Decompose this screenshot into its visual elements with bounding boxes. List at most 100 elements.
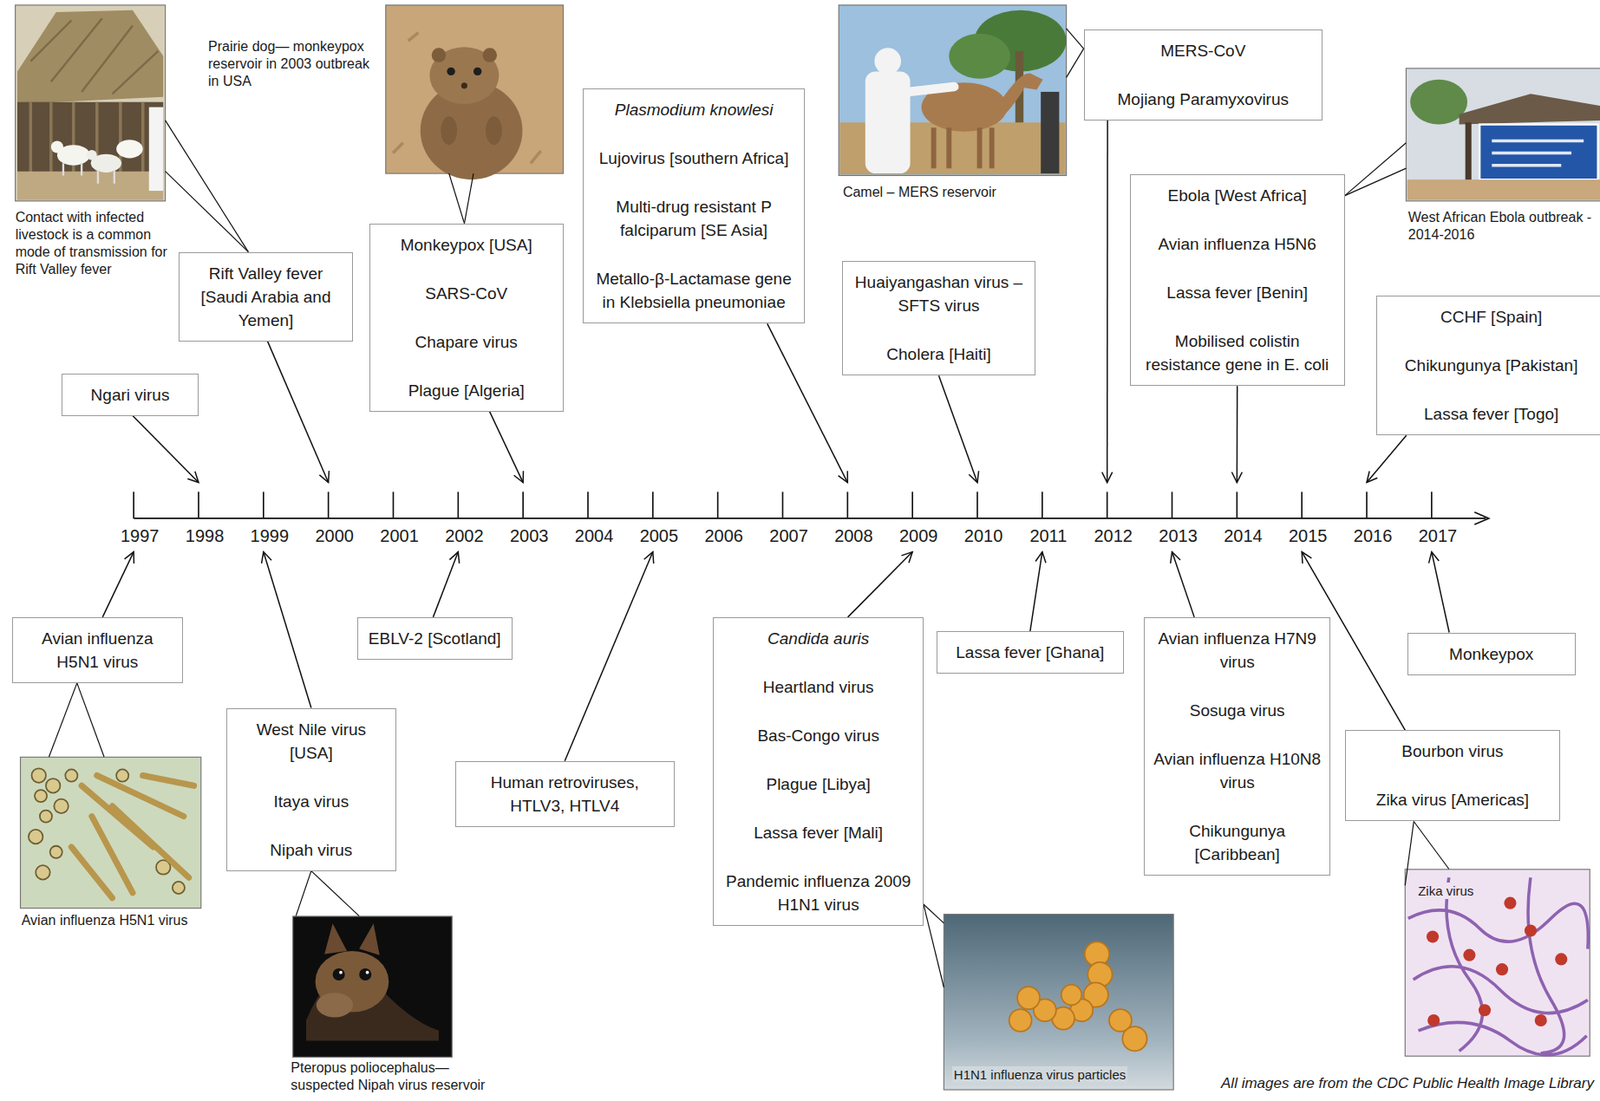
event-text: Lassa fever [Ghana] xyxy=(944,640,1116,665)
photo-leader xyxy=(1345,143,1407,196)
ebola-checkpoint-photo xyxy=(1465,122,1472,184)
event-text: West Nile virus [USA] xyxy=(234,718,388,765)
photo-caption: Camel – MERS reservoir xyxy=(842,183,1078,202)
year-tick xyxy=(262,491,265,519)
event-text: Chikungunya [Caribbean] xyxy=(1151,819,1323,867)
event-text: Plague [Libya] xyxy=(720,772,915,797)
timeline-arrow xyxy=(132,416,199,484)
h5n1-micrograph xyxy=(34,790,47,803)
event-text: Ngari virus xyxy=(69,383,192,407)
zika-micrograph xyxy=(1426,897,1568,1027)
photo-leader xyxy=(1066,28,1085,49)
livestock-photo xyxy=(63,163,115,184)
event-box: Monkeypox [USA]SARS-CoVChapare virusPlag… xyxy=(369,223,564,412)
timeline-arrow xyxy=(1366,435,1407,483)
event-text: Ebola [West Africa] xyxy=(1137,183,1338,208)
camel-photo xyxy=(933,127,993,169)
photo-caption: Pteropus poliocephalus— suspected Nipah … xyxy=(290,1059,510,1095)
year-label: 2013 xyxy=(1147,525,1209,547)
ebola-checkpoint-photo xyxy=(1479,124,1598,181)
bat-photo xyxy=(339,971,343,975)
zika-micrograph xyxy=(1503,897,1516,910)
photo-leader xyxy=(1066,48,1085,78)
zika-micrograph xyxy=(1404,869,1590,1057)
h1n1-micrograph xyxy=(1009,941,1148,1052)
event-box: Candida aurisHeartland virusBas-Congo vi… xyxy=(712,617,923,927)
year-tick xyxy=(587,491,589,519)
prairie-dog-photo xyxy=(431,47,446,62)
photo-leader xyxy=(77,683,105,758)
timeline-arrow xyxy=(1030,552,1043,633)
photo-leader xyxy=(295,871,312,917)
year-tick xyxy=(1106,491,1109,519)
ebola-checkpoint-photo xyxy=(1410,79,1468,125)
h5n1-micrograph xyxy=(116,769,129,782)
livestock-photo xyxy=(17,171,164,201)
year-label: 2017 xyxy=(1407,525,1470,547)
year-tick xyxy=(782,491,784,519)
event-box: Human retroviruses, HTLV3, HTLV4 xyxy=(455,761,675,828)
h5n1-micrograph xyxy=(39,810,53,823)
event-text: Cholera [Haiti] xyxy=(849,342,1029,366)
event-text: Plasmodium knowlesi xyxy=(590,97,798,122)
event-text: Bas-Congo virus xyxy=(720,724,915,748)
photo-leader xyxy=(165,171,249,253)
year-label: 2010 xyxy=(953,525,1015,547)
zika-micrograph xyxy=(1554,953,1568,966)
image-label: Zika virus xyxy=(1416,882,1476,900)
year-tick xyxy=(457,491,459,519)
year-tick xyxy=(133,491,1432,519)
event-text: Metallo-β-Lactamase gene in Klebsiella p… xyxy=(590,267,798,314)
event-text: Lujovirus [southern Africa] xyxy=(590,146,798,170)
timeline-axis xyxy=(1474,512,1489,525)
year-label: 2006 xyxy=(692,525,755,547)
photo-leader xyxy=(165,120,249,253)
year-label: 2016 xyxy=(1342,525,1405,547)
ebola-checkpoint-photo xyxy=(1405,68,1600,202)
event-text: Huaiyangashan virus – SFTS virus xyxy=(849,270,1029,318)
event-text: Monkeypox [USA] xyxy=(377,233,556,257)
livestock-photo xyxy=(15,5,166,202)
photo-leader xyxy=(463,173,473,224)
timeline-arrow xyxy=(848,552,914,618)
camel-photo xyxy=(838,5,1066,177)
year-tick xyxy=(392,491,395,519)
year-label: 2003 xyxy=(498,525,561,547)
bat-photo xyxy=(359,968,372,981)
photo-caption: Prairie dog— monkeypox reservoir in 2003… xyxy=(208,38,384,91)
photo-caption: Avian influenza H5N1 virus xyxy=(21,912,216,930)
year-tick xyxy=(1365,491,1368,519)
zika-micrograph xyxy=(1495,963,1509,976)
livestock-photo xyxy=(149,107,164,192)
camel-photo xyxy=(865,71,911,174)
year-tick xyxy=(327,491,330,519)
event-text: Zika virus [Americas] xyxy=(1352,788,1553,812)
camel-photo xyxy=(907,86,954,92)
h1n1-micrograph xyxy=(1017,986,1040,1010)
event-text: EBLV-2 [Scotland] xyxy=(365,626,505,651)
zika-micrograph xyxy=(1478,1004,1491,1017)
year-label: 2005 xyxy=(628,525,691,547)
event-box: Avian influenza H5N1 virus xyxy=(12,617,183,684)
year-label: 2004 xyxy=(563,525,626,547)
ebola-checkpoint-photo xyxy=(1491,140,1584,165)
zika-micrograph xyxy=(1534,1014,1548,1027)
year-label: 1998 xyxy=(174,525,236,547)
bat-photo xyxy=(316,992,353,1018)
year-label: 2002 xyxy=(433,525,496,547)
timeline-arrow xyxy=(489,411,524,484)
livestock-photo xyxy=(17,102,164,174)
event-text: Nipah virus xyxy=(234,838,388,863)
h5n1-micrograph xyxy=(71,776,194,899)
image-label: H1N1 influenza virus particles xyxy=(952,1066,1128,1084)
year-tick xyxy=(1041,491,1044,519)
zika-micrograph xyxy=(1462,949,1476,962)
bat-photo xyxy=(293,916,453,1058)
event-box: Bourbon virusZika virus [Americas] xyxy=(1345,730,1561,822)
livestock-photo xyxy=(51,140,64,153)
event-text: Avian influenza H7N9 virus xyxy=(1151,626,1323,674)
year-tick xyxy=(847,491,849,519)
event-box: Plasmodium knowlesiLujovirus [southern A… xyxy=(582,88,806,324)
h1n1-micrograph xyxy=(943,914,1174,1091)
